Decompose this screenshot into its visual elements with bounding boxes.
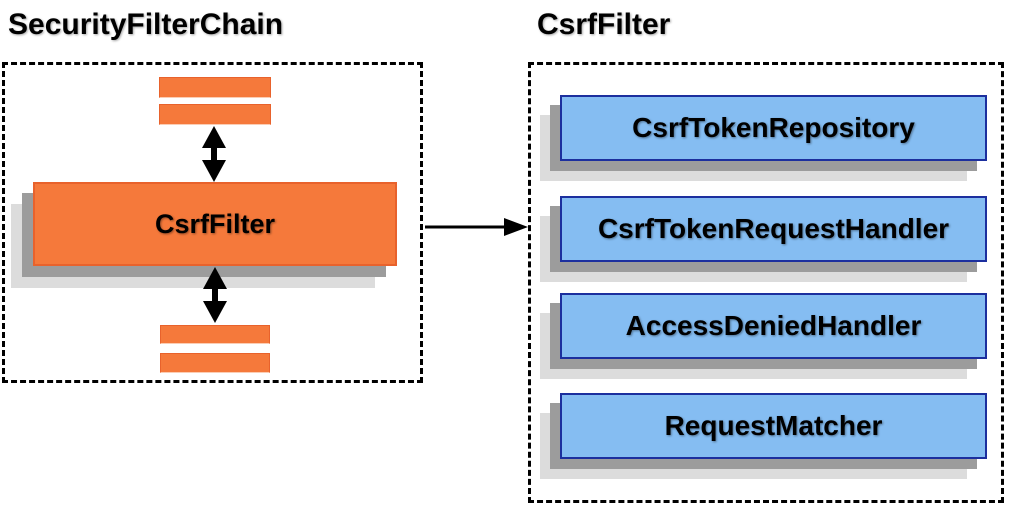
component-request-matcher: RequestMatcher xyxy=(560,393,987,459)
csrf-filter-title: CsrfFilter xyxy=(537,8,671,41)
component-csrf-token-request-handler: CsrfTokenRequestHandler xyxy=(560,196,987,262)
component-access-denied-handler: AccessDeniedHandler xyxy=(560,293,987,359)
request-bar xyxy=(160,325,270,344)
request-bar xyxy=(160,353,270,373)
csrf-filter-components-container xyxy=(528,62,1004,503)
component-csrf-token-repository: CsrfTokenRepository xyxy=(560,95,987,161)
security-filter-chain-container xyxy=(2,62,423,383)
csrf-filter-node: CsrfFilter xyxy=(33,182,397,266)
request-bar xyxy=(159,77,271,98)
request-bar xyxy=(159,104,271,125)
security-filter-chain-title: SecurityFilterChain xyxy=(8,8,284,41)
right-arrow-icon xyxy=(425,218,528,236)
